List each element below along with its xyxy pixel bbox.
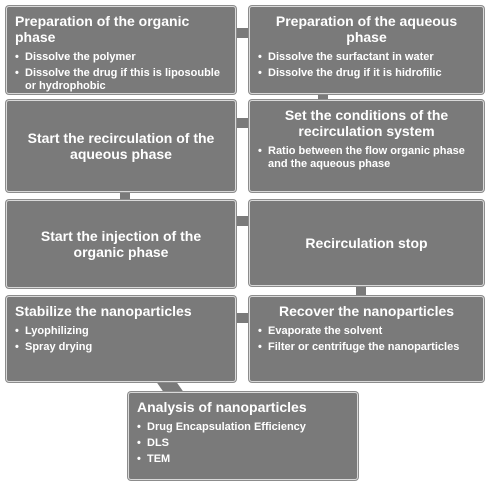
bullet: Drug Encapsulation Efficiency bbox=[137, 421, 349, 434]
step-analysis-title: Analysis of nanoparticles bbox=[137, 399, 307, 415]
step-organic-phase: Preparation of the organic phase Dissolv… bbox=[6, 6, 236, 94]
step-start-recirculation: Start the recirculation of the aqueous p… bbox=[6, 100, 236, 192]
connector-aqueous-conditions bbox=[318, 92, 328, 102]
connector-stop-recover bbox=[356, 284, 366, 296]
step-stabilize-nanoparticles: Stabilize the nanoparticles Lyophilizing… bbox=[6, 296, 236, 382]
step-analysis-nanoparticles: Analysis of nanoparticles Drug Encapsula… bbox=[128, 392, 358, 480]
bullet: Dissolve the surfactant in water bbox=[258, 51, 475, 64]
step-start-recirculation-title: Start the recirculation of the aqueous p… bbox=[27, 130, 215, 162]
connector-stabilize-recover bbox=[235, 313, 249, 323]
step-recirculation-stop: Recirculation stop bbox=[249, 200, 484, 286]
step-aqueous-bullets: Dissolve the surfactant in water Dissolv… bbox=[258, 51, 475, 80]
connector-injection-stop bbox=[235, 216, 249, 226]
step-injection-title: Start the injection of the organic phase bbox=[40, 228, 202, 260]
bullet: Filter or centrifuge the nanoparticles bbox=[258, 341, 475, 354]
step-conditions-title: Set the conditions of the recirculation … bbox=[284, 107, 449, 139]
bullet: Spray drying bbox=[15, 341, 227, 354]
connector-recirculation-injection bbox=[120, 192, 130, 202]
step-recover-nanoparticles: Recover the nanoparticles Evaporate the … bbox=[249, 296, 484, 382]
step-conditions-bullets: Ratio between the flow organic phase and… bbox=[258, 145, 475, 171]
step-stabilize-title: Stabilize the nanoparticles bbox=[15, 303, 192, 319]
bullet: Lyophilizing bbox=[15, 325, 227, 338]
step-aqueous-title: Preparation of the aqueous phase bbox=[275, 13, 458, 45]
step-stop-title: Recirculation stop bbox=[305, 235, 428, 251]
bullet: TEM bbox=[137, 453, 349, 466]
step-recover-title: Recover the nanoparticles bbox=[278, 303, 455, 319]
bullet: Dissolve the drug if this is liposouble … bbox=[15, 67, 227, 93]
step-set-conditions: Set the conditions of the recirculation … bbox=[249, 100, 484, 192]
step-stabilize-bullets: Lyophilizing Spray drying bbox=[15, 325, 227, 354]
step-recover-bullets: Evaporate the solvent Filter or centrifu… bbox=[258, 325, 475, 354]
connector-recirculation-conditions bbox=[235, 118, 249, 128]
bullet: Dissolve the drug if it is hidrofilic bbox=[258, 67, 475, 80]
bullet: Ratio between the flow organic phase and… bbox=[258, 145, 475, 171]
step-aqueous-phase: Preparation of the aqueous phase Dissolv… bbox=[249, 6, 484, 94]
connector-organic-aqueous bbox=[235, 28, 249, 38]
bullet: Evaporate the solvent bbox=[258, 325, 475, 338]
step-organic-bullets: Dissolve the polymer Dissolve the drug i… bbox=[15, 51, 227, 93]
step-analysis-bullets: Drug Encapsulation Efficiency DLS TEM bbox=[137, 421, 349, 466]
step-organic-title: Preparation of the organic phase bbox=[15, 13, 190, 45]
bullet: DLS bbox=[137, 437, 349, 450]
bullet: Dissolve the polymer bbox=[15, 51, 227, 64]
step-start-injection: Start the injection of the organic phase bbox=[6, 200, 236, 288]
